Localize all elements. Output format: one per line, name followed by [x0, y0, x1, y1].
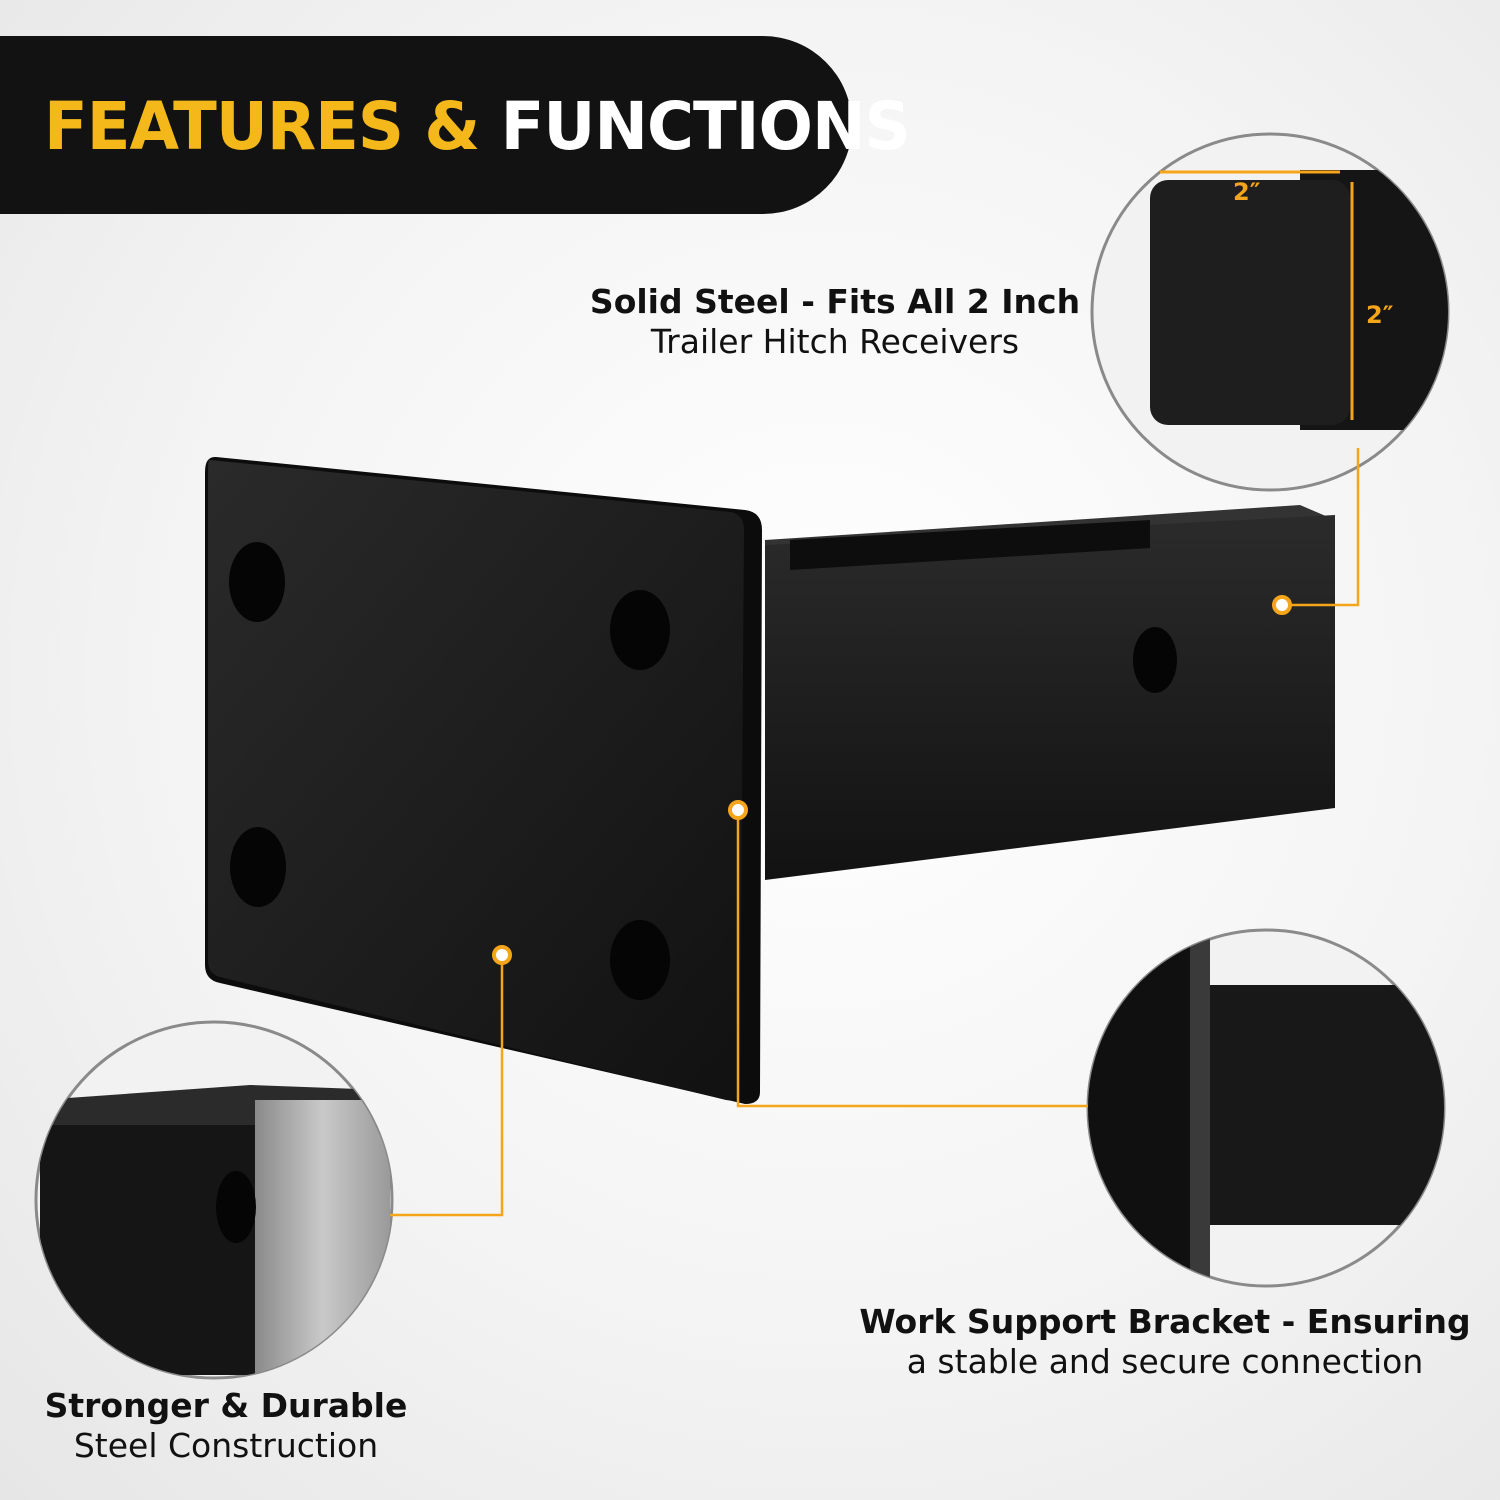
callout-subtitle: Steel Construction — [73, 1426, 379, 1465]
callout-work-support: Work Support Bracket - Ensuring a stable… — [850, 1302, 1480, 1382]
callout-title: Work Support Bracket - Ensuring — [859, 1302, 1471, 1341]
bolt-hole — [230, 827, 286, 907]
pin-hole — [1133, 627, 1177, 693]
callout-stronger: Stronger & Durable Steel Construction — [20, 1386, 432, 1466]
connector-lines — [390, 448, 1360, 1217]
marker-dots — [492, 595, 1292, 965]
bolt-hole — [610, 590, 670, 670]
height-label: 2″ — [1366, 301, 1394, 329]
callout-title: Stronger & Durable — [44, 1386, 408, 1425]
title-highlight: FEATURES & — [44, 88, 480, 165]
width-label: 2″ — [1233, 178, 1261, 206]
detail-circle-top — [1090, 132, 1450, 492]
callout-subtitle: a stable and secure connection — [906, 1342, 1424, 1381]
header-banner: FEATURES & FUNCTIONS — [0, 36, 911, 214]
title-rest: FUNCTIONS — [500, 88, 911, 165]
page-title: FEATURES & FUNCTIONS — [44, 88, 911, 165]
mounting-plate — [205, 456, 762, 1104]
callout-title: Solid Steel - Fits All 2 Inch — [589, 282, 1081, 321]
bolt-hole — [610, 920, 670, 1000]
receiver-tube — [765, 505, 1335, 880]
callout-subtitle: Trailer Hitch Receivers — [650, 322, 1020, 361]
detail-circle-bracket — [1086, 928, 1446, 1288]
callout-solid-steel: Solid Steel - Fits All 2 Inch Trailer Hi… — [580, 282, 1090, 362]
bolt-hole — [229, 542, 285, 622]
detail-circle-steel — [34, 1020, 394, 1380]
